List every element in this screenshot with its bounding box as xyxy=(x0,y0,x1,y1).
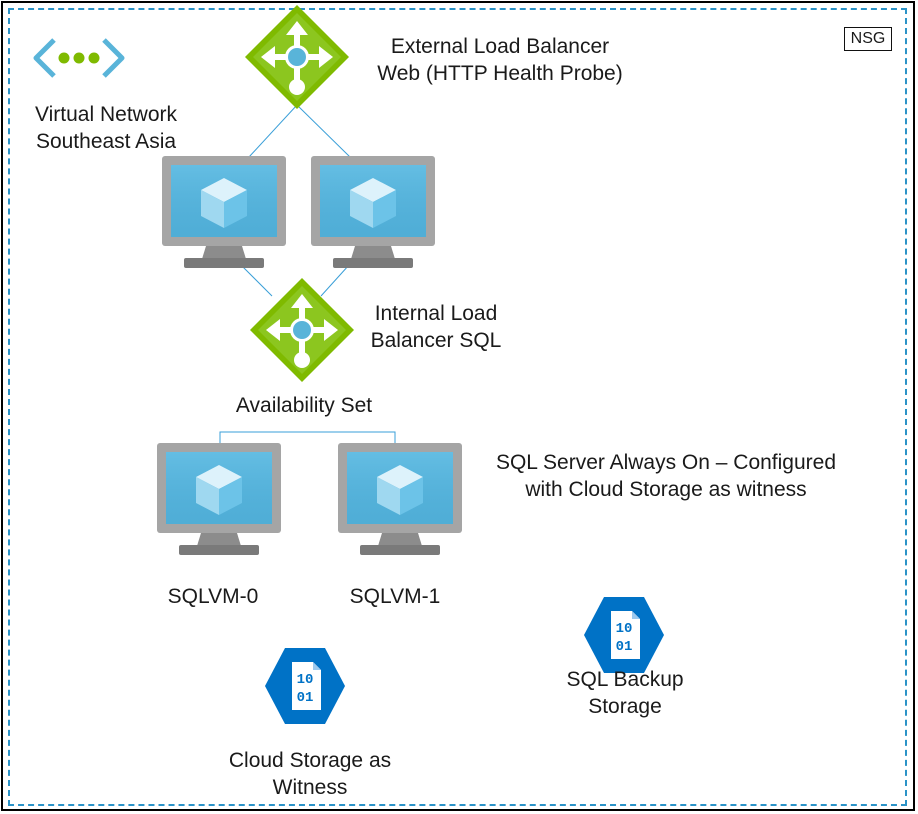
connectors xyxy=(219,104,396,452)
external-lb-label-line2: Web (HTTP Health Probe) xyxy=(377,62,623,85)
cloud-storage-witness-icon: 10 01 xyxy=(265,648,345,724)
vnet-icon xyxy=(33,38,125,78)
external-lb-label-line1: External Load Balancer xyxy=(390,35,610,58)
vnet-label-line2: Southeast Asia xyxy=(35,130,177,153)
nsg-boundary xyxy=(8,8,907,806)
web-vm-1-icon xyxy=(162,156,286,268)
sql-always-on-label: SQL Server Always On – Configured with C… xyxy=(470,449,862,503)
internal-lb-label-line2: Balancer SQL xyxy=(370,329,502,352)
sql-always-on-line2: with Cloud Storage as witness xyxy=(525,478,807,501)
cloud-storage-line2: Witness xyxy=(272,776,348,799)
external-load-balancer-icon xyxy=(245,5,349,109)
vnet-label: Virtual Network Southeast Asia xyxy=(20,101,192,155)
svg-text:01: 01 xyxy=(616,639,633,655)
sql-always-on-line1: SQL Server Always On – Configured xyxy=(495,451,837,474)
nsg-label: NSG xyxy=(844,27,892,51)
sql-backup-storage-line1: SQL Backup xyxy=(566,668,684,691)
internal-lb-label-line1: Internal Load xyxy=(374,302,498,325)
availability-set-label: Availability Set xyxy=(235,394,373,417)
sql-backup-storage-label: SQL Backup Storage xyxy=(545,666,705,720)
internal-load-balancer-icon xyxy=(250,278,354,382)
sql-backup-storage-icon: 10 01 xyxy=(584,597,664,673)
cloud-storage-label: Cloud Storage as Witness xyxy=(200,747,420,801)
vnet-label-line1: Virtual Network xyxy=(35,103,177,126)
external-lb-label: External Load Balancer Web (HTTP Health … xyxy=(362,33,638,87)
sqlvm-0-icon xyxy=(157,443,281,555)
sqlvm-1-label: SQLVM-1 xyxy=(349,585,441,608)
web-vm-2-icon xyxy=(311,156,435,268)
internal-lb-label: Internal Load Balancer SQL xyxy=(356,300,516,354)
svg-text:01: 01 xyxy=(297,690,314,706)
sql-backup-storage-line2: Storage xyxy=(588,695,662,718)
sqlvm-0-label: SQLVM-0 xyxy=(167,585,259,608)
svg-text:10: 10 xyxy=(616,621,633,637)
sqlvm-1-icon xyxy=(338,443,462,555)
cloud-storage-line1: Cloud Storage as xyxy=(228,749,392,772)
svg-text:10: 10 xyxy=(297,672,314,688)
